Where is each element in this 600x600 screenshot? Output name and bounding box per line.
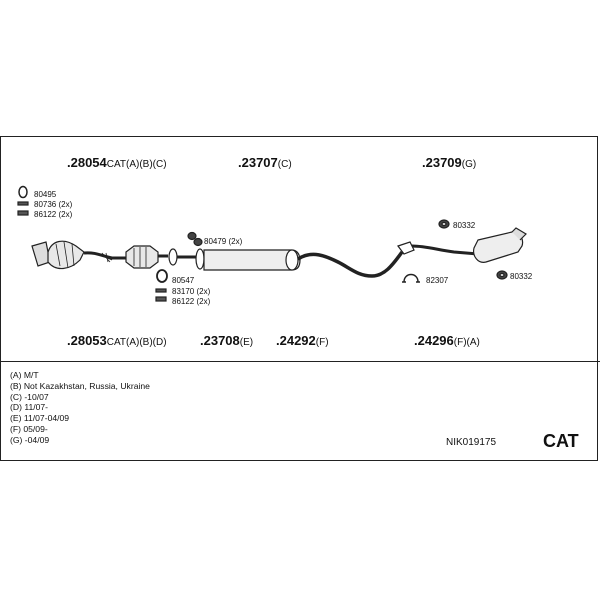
hanger-icon (438, 219, 450, 229)
part-label-28054: .28054CAT(A)(B)(C) (67, 155, 167, 170)
small-part-86122-a: 86122 (2x) (34, 210, 73, 219)
legend-item: (E) 11/07-04/09 (10, 413, 70, 424)
gasket-icon (18, 185, 28, 199)
diagram-frame (0, 136, 598, 461)
clamp (403, 273, 419, 283)
small-part-80495: 80495 (34, 190, 57, 199)
part-label-24292: .24292(F) (276, 333, 329, 348)
small-part-80547: 80547 (172, 276, 195, 285)
spring-icon (155, 296, 167, 302)
rear-catalyst (125, 245, 159, 269)
part-label-23707: .23707(C) (238, 155, 292, 170)
small-part-82307: 82307 (426, 276, 449, 285)
manifold-flange (31, 241, 51, 267)
part-label-24296: .24296(F)(A) (414, 333, 480, 348)
part-label-23709: .23709(G) (422, 155, 477, 170)
part-label-23708: .23708(E) (200, 333, 254, 348)
hanger-icon (496, 270, 508, 280)
small-part-86122-b: 86122 (2x) (172, 297, 211, 306)
part-label-28053: .28053CAT(A)(B)(D) (67, 333, 167, 348)
category-tag: CAT (543, 431, 579, 451)
legend: (A) M/T (B) Not Kazakhstan, Russia, Ukra… (10, 370, 150, 446)
legend-item: (C) -10/07 (10, 391, 49, 402)
legend-divider (0, 361, 600, 362)
spring-icon (17, 210, 29, 216)
legend-item: (G) -04/09 (10, 434, 50, 445)
bolt-icon (155, 288, 167, 293)
gasket-icon (156, 269, 168, 283)
rear-silencer (473, 231, 524, 263)
legend-item: (A) M/T (10, 370, 39, 380)
legend-item: (D) 11/07- (10, 402, 49, 413)
small-part-83170: 83170 (2x) (172, 287, 211, 296)
small-part-80332-a: 80332 (453, 221, 476, 230)
kit-code: NIK019175 (446, 437, 497, 448)
intermediate-pipe (297, 250, 404, 278)
flex-joint (99, 252, 113, 263)
small-part-80736: 80736 (2x) (34, 200, 73, 209)
bolt-icon (17, 201, 29, 206)
rear-pipe (411, 244, 479, 256)
hanger-icon (187, 231, 203, 247)
legend-item: (B) Not Kazakhstan, Russia, Ukraine (10, 380, 150, 391)
small-part-80332-b: 80332 (510, 272, 533, 281)
legend-item: (F) 05/09- (10, 423, 48, 434)
small-part-80479: 80479 (2x) (204, 237, 243, 246)
